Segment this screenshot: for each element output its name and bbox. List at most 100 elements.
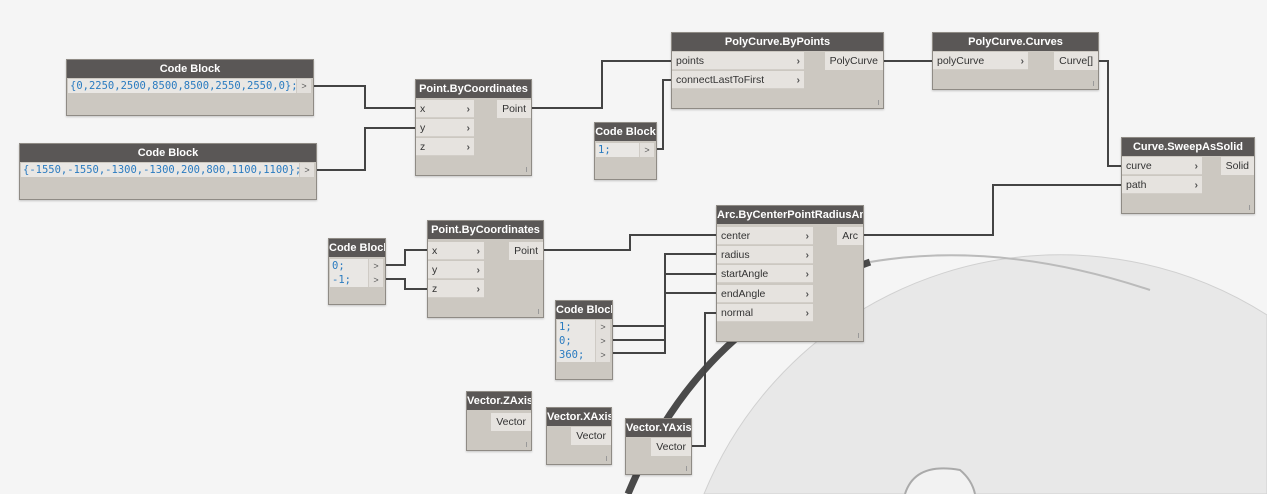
output-port[interactable]: > <box>595 334 610 348</box>
node-title: Code Block <box>20 144 316 162</box>
port-label: z <box>432 283 438 295</box>
resize-grip[interactable] <box>538 309 539 314</box>
resize-grip[interactable] <box>526 442 527 447</box>
node-title: Vector.YAxis <box>626 419 691 437</box>
node-title: Arc.ByCenterPointRadiusAngle <box>717 206 863 224</box>
code-block-node-x-values[interactable]: Code Block {0,2250,2500,8500,8500,2550,2… <box>66 59 314 116</box>
output-port[interactable]: > <box>639 143 654 157</box>
code-text: 1; <box>598 144 611 156</box>
vector-z-axis-node[interactable]: Vector.ZAxis Vector <box>466 391 532 451</box>
node-title: Vector.XAxis <box>547 408 611 426</box>
input-port-y[interactable]: y› <box>428 261 484 279</box>
input-port-y[interactable]: y› <box>416 119 474 137</box>
arc-by-center-point-radius-angle-node[interactable]: Arc.ByCenterPointRadiusAngle center › rad… <box>716 205 864 342</box>
input-port-end-angle[interactable]: endAngle › <box>717 285 813 303</box>
chevron-icon: › <box>805 268 810 280</box>
polycurve-curves-node[interactable]: PolyCurve.Curves polyCurve› Curve[] <box>932 32 1099 90</box>
port-label: x <box>432 245 438 257</box>
port-label: endAngle <box>721 288 766 300</box>
code-text: 0; <box>559 335 572 347</box>
chevron-icon: › <box>476 283 481 295</box>
point-by-coordinates-node-1[interactable]: Point.ByCoordinates x› y› z› Point <box>415 79 532 176</box>
input-port-x[interactable]: x› <box>416 100 474 118</box>
curve-sweep-as-solid-node[interactable]: Curve.SweepAsSolid curve › path› Solid <box>1121 137 1255 214</box>
chevron-icon: › <box>1194 160 1199 172</box>
resize-grip[interactable] <box>686 466 687 471</box>
input-port-polycurve[interactable]: polyCurve› <box>933 52 1028 70</box>
input-port-points[interactable]: points› <box>672 52 804 70</box>
point-by-coordinates-node-2[interactable]: Point.ByCoordinates x› y› z› Point <box>427 220 544 318</box>
resize-grip[interactable] <box>878 100 879 105</box>
code-text: {0,2250,2500,8500,8500,2550,2550,0}; <box>70 80 298 92</box>
input-port-z[interactable]: z› <box>416 138 474 156</box>
port-label: center <box>721 230 751 242</box>
node-title: Point.ByCoordinates <box>428 221 543 239</box>
polycurve-by-points-node[interactable]: PolyCurve.ByPoints points› connectLastTo… <box>671 32 884 109</box>
output-port-vector[interactable]: Vector <box>491 413 531 431</box>
output-port-polycurve[interactable]: PolyCurve <box>824 52 883 70</box>
input-port-z[interactable]: z› <box>428 280 484 298</box>
code-line[interactable]: 1;> <box>557 320 610 334</box>
code-block-node-center-coords[interactable]: Code Block 0; > -1;> <box>328 238 386 305</box>
output-port-point[interactable]: Point <box>497 100 531 118</box>
chevron-icon: › <box>805 288 810 300</box>
output-port-vector[interactable]: Vector <box>651 438 691 456</box>
input-port-path[interactable]: path› <box>1122 176 1202 194</box>
node-title: Code Block <box>329 239 385 257</box>
input-port-connect-last-to-first[interactable]: connectLastToFirst › <box>672 71 804 89</box>
output-port[interactable]: > <box>299 163 314 177</box>
code-line[interactable]: 0; > <box>330 259 383 273</box>
output-port[interactable]: > <box>595 320 610 334</box>
output-port-point[interactable]: Point <box>509 242 543 260</box>
output-port-curves[interactable]: Curve[] <box>1054 52 1098 70</box>
input-port-center[interactable]: center › <box>717 227 813 245</box>
code-block-node-arc-params[interactable]: Code Block 1;> 0; > 360;> <box>555 300 613 380</box>
port-label: y <box>432 264 438 276</box>
output-port-vector[interactable]: Vector <box>571 427 611 445</box>
node-title: Code Block <box>556 301 612 319</box>
node-title: Curve.SweepAsSolid <box>1122 138 1254 156</box>
vector-x-axis-node[interactable]: Vector.XAxis Vector <box>546 407 612 465</box>
chevron-icon: › <box>466 141 471 153</box>
output-port[interactable]: > <box>368 259 383 273</box>
code-line[interactable]: -1;> <box>330 273 383 287</box>
code-line[interactable]: 0; > <box>557 334 610 348</box>
port-label: y <box>420 122 426 134</box>
code-line[interactable]: {0,2250,2500,8500,8500,2550,2550,0};> <box>68 79 311 93</box>
chevron-icon: › <box>466 122 471 134</box>
output-port[interactable]: > <box>296 79 311 93</box>
output-port[interactable]: > <box>595 348 610 362</box>
resize-grip[interactable] <box>526 167 527 172</box>
input-port-curve[interactable]: curve › <box>1122 157 1202 175</box>
chevron-icon: › <box>1020 55 1025 67</box>
port-label: startAngle <box>721 268 769 280</box>
port-label: connectLastToFirst <box>676 74 765 86</box>
port-label: curve <box>1126 160 1152 172</box>
code-block-node-y-values[interactable]: Code Block {-1550,-1550,-1300,-1300,200,… <box>19 143 317 200</box>
code-line[interactable]: {-1550,-1550,-1300,-1300,200,800,1100,11… <box>21 163 314 177</box>
output-port-solid[interactable]: Solid <box>1220 157 1254 175</box>
resize-grip[interactable] <box>858 333 859 338</box>
code-text: 0; <box>332 260 345 272</box>
input-port-x[interactable]: x› <box>428 242 484 260</box>
code-block-node-connect-flag[interactable]: Code Block 1;> <box>594 122 657 180</box>
chevron-icon: › <box>796 74 801 86</box>
output-port-arc[interactable]: Arc <box>837 227 863 245</box>
chevron-icon: › <box>805 307 810 319</box>
resize-grip[interactable] <box>1093 81 1094 86</box>
chevron-icon: › <box>805 230 810 242</box>
code-line[interactable]: 360;> <box>557 348 610 362</box>
input-port-radius[interactable]: radius› <box>717 246 813 264</box>
chevron-icon: › <box>476 264 481 276</box>
code-line[interactable]: 1; > <box>596 143 654 157</box>
input-port-normal[interactable]: normal › <box>717 304 813 322</box>
chevron-icon: › <box>476 245 481 257</box>
port-label: normal <box>721 307 754 319</box>
code-text: {-1550,-1550,-1300,-1300,200,800,1100,11… <box>23 164 302 176</box>
resize-grip[interactable] <box>606 456 607 461</box>
resize-grip[interactable] <box>1249 205 1250 210</box>
output-port[interactable]: > <box>368 273 383 287</box>
input-port-start-angle[interactable]: startAngle › <box>717 265 813 283</box>
vector-y-axis-node[interactable]: Vector.YAxis Vector <box>625 418 692 475</box>
